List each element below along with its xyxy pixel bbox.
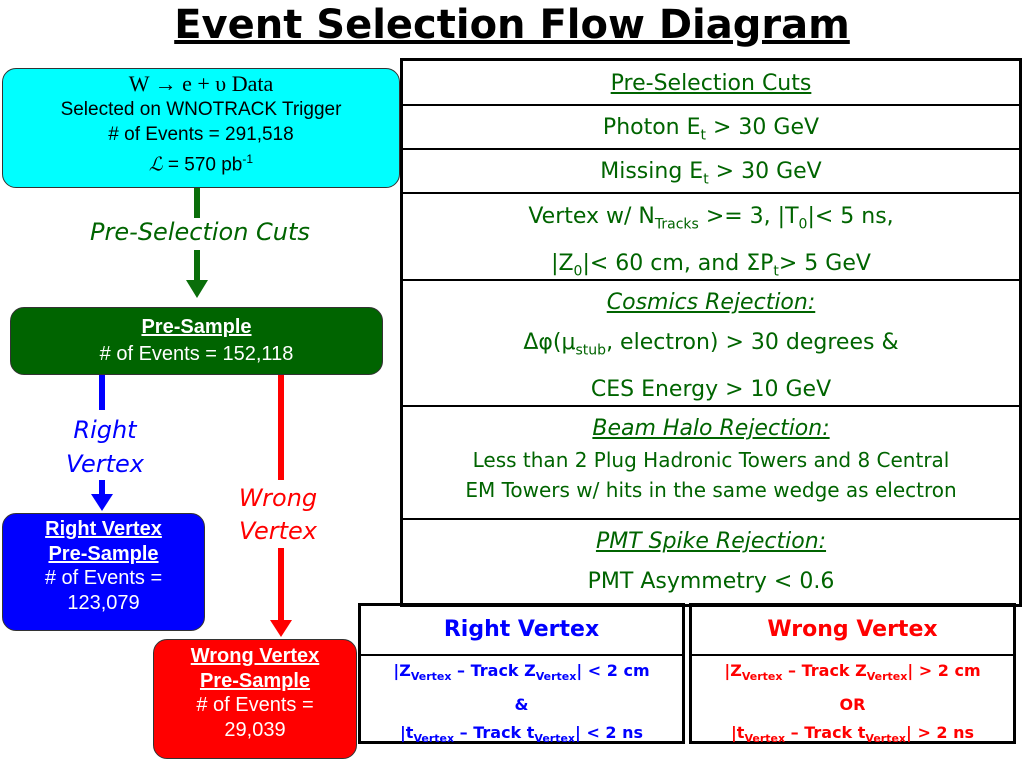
right-vertex-title-2: Pre-Sample: [48, 542, 159, 565]
wrong-vertex-events-label: # of Events =: [196, 694, 314, 716]
preselection-arrow-label: Pre-Selection Cuts: [90, 218, 310, 246]
luminosity: ℒ = 570 pb-1: [148, 152, 254, 176]
right-vertex-title-1: Right Vertex: [45, 518, 162, 540]
trigger-text: Selected on WNOTRACK Trigger: [60, 99, 342, 120]
arrow-wrong-vertex-head: [270, 620, 292, 637]
wrong-vertex-criteria-table: Wrong Vertex |ZVertex – Track ZVertex| >…: [689, 603, 1016, 745]
pre-sample-title: Pre-Sample: [141, 316, 252, 338]
wrong-vertex-criteria-body: |ZVertex – Track ZVertex| > 2 cm OR |tVe…: [724, 661, 981, 746]
cut-missing-et: Missing Et > 30 GeV: [403, 150, 1019, 194]
wrong-vertex-criteria-header: Wrong Vertex: [692, 606, 1013, 656]
wrong-vertex-arrow-label: Wrong Vertex: [238, 484, 318, 545]
data-sample-box: W → e + υ Data Selected on WNOTRACK Trig…: [2, 68, 400, 188]
wrong-vertex-events-value: 29,039: [224, 718, 286, 741]
cuts-header: Pre-Selection Cuts: [403, 61, 1019, 106]
right-vertex-box: Right Vertex Pre-Sample # of Events = 12…: [2, 513, 205, 631]
wrong-vertex-title-1: Wrong Vertex: [190, 645, 320, 667]
right-vertex-events-value: 123,079: [67, 591, 140, 614]
pre-sample-box: Pre-Sample # of Events = 152,118: [10, 307, 383, 375]
right-vertex-events-label: # of Events =: [44, 567, 163, 589]
diagram-title: Event Selection Flow Diagram: [174, 2, 850, 48]
data-events-count: # of Events = 291,518: [108, 124, 294, 145]
arrow-data-to-presample-head: [186, 280, 208, 298]
right-vertex-criteria-table: Right Vertex |ZVertex – Track ZVertex| <…: [358, 603, 685, 745]
cut-cosmics: Cosmics Rejection: Δφ(μstub, electron) >…: [403, 281, 1019, 407]
cut-vertex: Vertex w/ NTracks >= 3, |T0|< 5 ns, |Z0|…: [403, 194, 1019, 281]
right-vertex-arrow-label: Right Vertex: [65, 416, 145, 478]
arrow-right-vertex-head: [91, 494, 113, 511]
right-vertex-criteria-header: Right Vertex: [361, 606, 682, 656]
process-formula: W → e + υ Data: [128, 71, 274, 96]
wrong-vertex-box: Wrong Vertex Pre-Sample # of Events = 29…: [153, 639, 357, 759]
preselection-cuts-table: Pre-Selection Cuts Photon Et > 30 GeV Mi…: [400, 58, 1022, 607]
pre-sample-events: # of Events = 152,118: [99, 343, 294, 365]
wrong-vertex-title-2: Pre-Sample: [199, 669, 311, 692]
right-vertex-criteria-body: |ZVertex – Track ZVertex| < 2 cm & |tVer…: [393, 661, 650, 746]
cut-beam-halo: Beam Halo Rejection: Less than 2 Plug Ha…: [403, 407, 1019, 520]
cut-pmt-spike: PMT Spike Rejection: PMT Asymmetry < 0.6: [587, 529, 835, 594]
cut-photon: Photon Et > 30 GeV: [403, 106, 1019, 150]
